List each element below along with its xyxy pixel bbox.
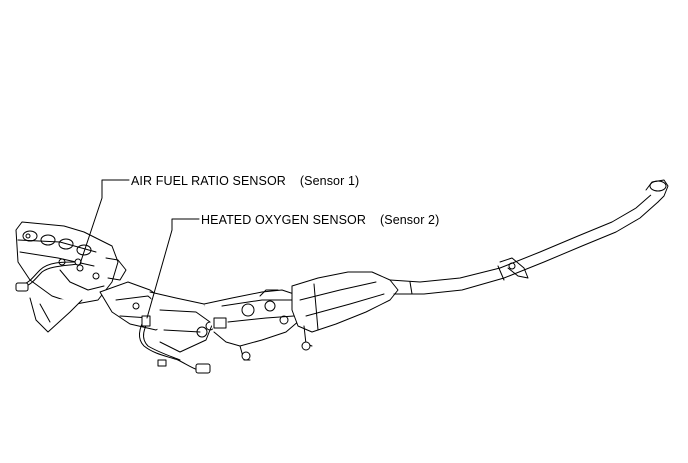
catalytic-converter (291, 271, 399, 351)
sensor-2-id: (Sensor 2) (380, 213, 440, 227)
heated-oxygen-leader (146, 218, 200, 319)
air-fuel-ratio-sensor-name: AIR FUEL RATIO SENSOR (131, 174, 286, 188)
exhaust-manifold (15, 221, 127, 333)
center-pipe (203, 289, 301, 361)
heated-oxygen-sensor-name: HEATED OXYGEN SENSOR (201, 213, 366, 227)
air-fuel-sensor-harness (15, 258, 82, 292)
callout-leaders (79, 179, 200, 319)
tail-pipe (389, 179, 669, 295)
heated-oxygen-sensor-label: HEATED OXYGEN SENSOR (Sensor 2) (201, 213, 439, 227)
front-converter (99, 281, 215, 353)
sensor-1-id: (Sensor 1) (299, 174, 360, 188)
air-fuel-ratio-sensor-label: AIR FUEL RATIO SENSOR (Sensor 1) (131, 174, 359, 188)
heated-oxygen-sensor-harness (139, 315, 211, 374)
air-fuel-leader (79, 179, 130, 265)
